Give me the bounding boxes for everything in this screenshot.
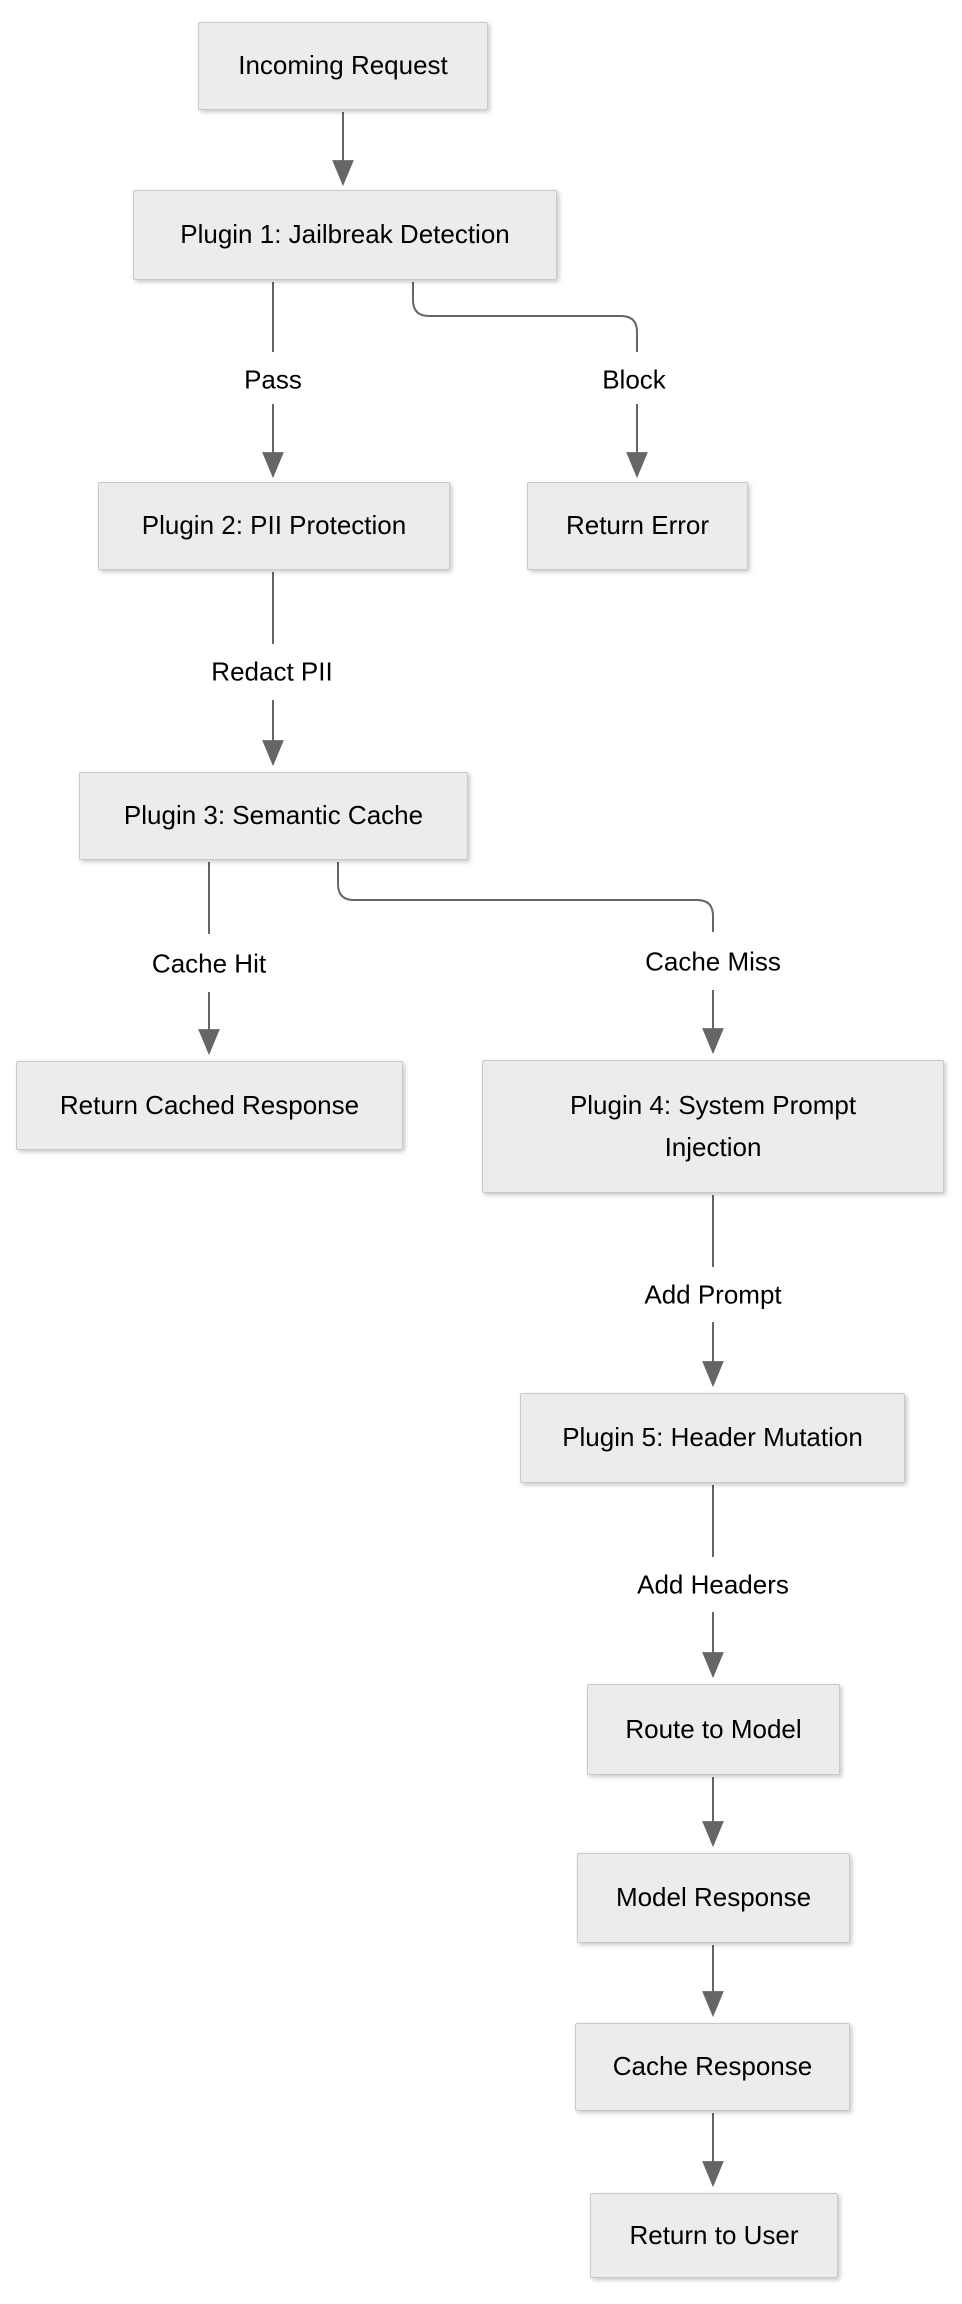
node-label: Return Error <box>565 510 710 541</box>
node-label: Plugin 5: Header Mutation <box>562 1422 863 1453</box>
node-return-error: Return Error <box>527 482 748 570</box>
node-label: Return to User <box>629 2219 799 2250</box>
node-label: Plugin 3: Semantic Cache <box>123 800 424 831</box>
edge-label-cache-miss: Cache Miss <box>639 946 787 978</box>
edge-cachemiss-upper <box>337 862 714 932</box>
node-route-to-model: Route to Model <box>587 1684 840 1775</box>
node-label: Plugin 2: PII Protection <box>141 510 407 541</box>
node-label: Plugin 1: Jailbreak Detection <box>180 219 510 250</box>
edge-label-add-prompt: Add Prompt <box>638 1279 788 1311</box>
node-label: Cache Response <box>612 2051 813 2082</box>
node-plugin1-jailbreak-detection: Plugin 1: Jailbreak Detection <box>133 190 557 280</box>
edge-label-pass: Pass <box>238 364 308 396</box>
node-label: Incoming Request <box>238 50 448 81</box>
node-cache-response: Cache Response <box>575 2023 850 2111</box>
node-plugin2-pii-protection: Plugin 2: PII Protection <box>98 482 450 570</box>
node-label: Plugin 4: System Prompt Injection <box>569 1089 857 1162</box>
node-label: Route to Model <box>625 1713 802 1744</box>
node-plugin5-header-mutation: Plugin 5: Header Mutation <box>520 1393 905 1483</box>
edge-label-cache-hit: Cache Hit <box>145 948 273 980</box>
node-return-cached-response: Return Cached Response <box>16 1061 403 1150</box>
edge-block-upper <box>412 282 638 352</box>
node-plugin4-system-prompt-injection: Plugin 4: System Prompt Injection <box>482 1060 944 1193</box>
node-label: Model Response <box>615 1882 812 1913</box>
node-label: Return Cached Response <box>59 1089 360 1120</box>
node-plugin3-semantic-cache: Plugin 3: Semantic Cache <box>79 772 468 860</box>
edge-label-block: Block <box>596 364 672 396</box>
node-return-to-user: Return to User <box>590 2193 838 2278</box>
node-model-response: Model Response <box>577 1853 850 1943</box>
edge-label-add-headers: Add Headers <box>631 1569 795 1601</box>
node-incoming-request: Incoming Request <box>198 22 488 110</box>
edge-label-redact-pii: Redact PII <box>205 656 339 688</box>
